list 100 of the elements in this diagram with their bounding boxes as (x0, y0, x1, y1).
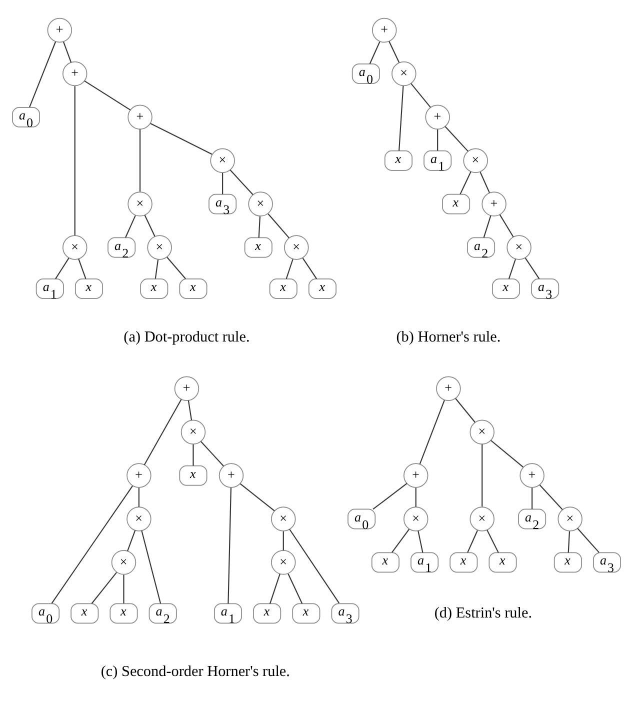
node-box: x (269, 278, 298, 299)
node-circle: + (62, 61, 88, 86)
label: (a) Dot-product rule. (124, 328, 250, 346)
connector (486, 530, 499, 553)
node-circle: × (284, 235, 309, 260)
connector (490, 440, 524, 468)
connector (437, 130, 438, 151)
node-box: x (371, 552, 400, 573)
node-circle: + (47, 18, 72, 43)
connector (63, 42, 72, 63)
node-box: x (110, 603, 138, 624)
node-circle: + (403, 463, 428, 488)
node-circle: × (62, 235, 88, 260)
connector (483, 215, 492, 238)
node-circle: + (126, 463, 152, 488)
node-circle: + (520, 463, 544, 488)
connector (508, 259, 516, 280)
connector (286, 259, 294, 280)
connector (200, 441, 224, 466)
node-circle: + (425, 104, 450, 130)
connector (29, 42, 56, 108)
node-circle: × (271, 506, 296, 532)
connector (125, 215, 136, 238)
node-box: x (308, 278, 336, 299)
node-box: x (74, 278, 103, 299)
connector (532, 488, 533, 510)
connector (577, 528, 600, 553)
connector (444, 126, 468, 152)
node-circle: × (210, 148, 235, 173)
connector (141, 530, 162, 604)
connector (398, 86, 404, 151)
node-circle: × (128, 192, 152, 216)
connector (55, 258, 70, 280)
connector (302, 258, 318, 280)
node-circle: × (558, 506, 582, 532)
connector (269, 574, 280, 604)
connector (539, 484, 563, 510)
connector (228, 488, 232, 604)
connector (188, 400, 192, 420)
node-circle: × (506, 235, 532, 260)
node-box: x (384, 150, 412, 171)
node-circle: × (180, 420, 206, 444)
connector (388, 41, 400, 63)
connector (282, 531, 284, 550)
connector (51, 486, 133, 604)
node-circle: × (248, 192, 273, 216)
label: (b) Horner's rule. (396, 328, 501, 346)
connector (258, 216, 261, 238)
connector (419, 400, 445, 464)
connector (192, 444, 194, 466)
connector (268, 214, 290, 238)
node-circle: + (372, 18, 397, 43)
node-box: x (253, 603, 282, 624)
node-circle: × (271, 550, 296, 575)
connector (372, 483, 408, 510)
connector (410, 83, 431, 108)
label: (d) Estrin's rule. (434, 604, 532, 622)
connector (415, 488, 416, 507)
connector (230, 170, 254, 195)
connector (150, 123, 212, 155)
connector (166, 256, 186, 280)
connector (568, 531, 570, 553)
connector (467, 530, 478, 553)
connector (139, 129, 141, 192)
connector (392, 528, 410, 553)
node-box: x (140, 278, 168, 299)
connector (240, 483, 275, 512)
connector (74, 86, 76, 236)
connector (524, 258, 540, 280)
node-circle: × (403, 506, 428, 532)
node-circle: × (470, 506, 494, 532)
node-circle: × (470, 420, 494, 444)
node-box: x (179, 278, 208, 299)
connector (138, 488, 140, 507)
connector (369, 42, 380, 64)
node-box: x (70, 603, 99, 624)
connector (222, 172, 224, 194)
connector (499, 214, 514, 238)
connector (91, 572, 117, 604)
node-box: x (244, 237, 272, 258)
node-box: x (488, 552, 517, 573)
connector (418, 530, 424, 553)
node-circle: × (126, 506, 152, 532)
node-circle: × (463, 148, 488, 173)
node-box: x (442, 194, 470, 214)
connector (123, 574, 124, 604)
node-box: x (492, 278, 520, 299)
connector (288, 574, 303, 604)
node-circle: × (111, 550, 136, 575)
connector (482, 444, 483, 507)
connector (154, 260, 159, 279)
node-box: x (292, 603, 320, 624)
node-circle: + (218, 463, 244, 488)
node-circle: + (436, 376, 461, 402)
node-circle: + (174, 376, 200, 402)
connector (144, 399, 182, 466)
label: (c) Second-order Horner's rule. (100, 663, 290, 680)
node-circle: + (128, 104, 152, 130)
node-circle: × (392, 61, 416, 86)
connector (455, 398, 476, 423)
